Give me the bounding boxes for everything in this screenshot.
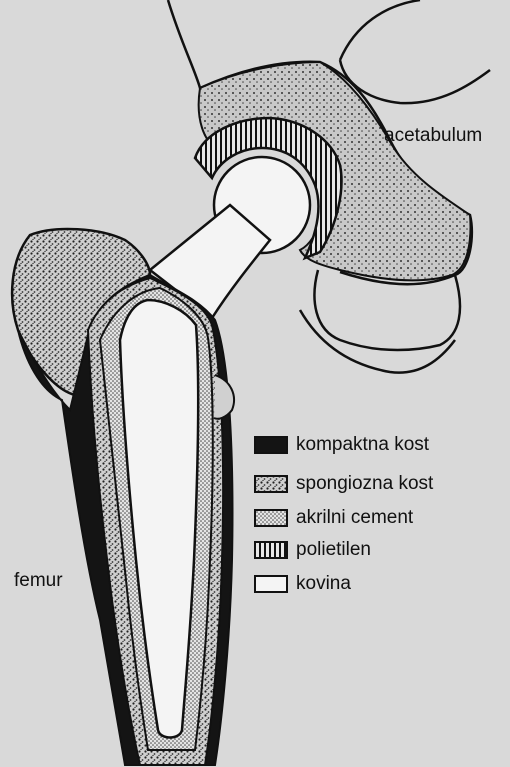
lesser-trochanter [214, 375, 234, 419]
legend-label: akrilni cement [296, 507, 413, 529]
legend-item-spongy: spongiozna kost [254, 473, 433, 495]
legend-label: spongiozna kost [296, 473, 433, 495]
compact-bone-swatch [254, 436, 288, 454]
polyethylene-swatch [254, 541, 288, 559]
legend-item-poly: polietilen [254, 539, 371, 561]
spongy-bone-swatch [254, 475, 288, 493]
ischium-outline [300, 310, 455, 373]
legend-item-compact: kompaktna kost [254, 434, 429, 456]
legend-label: kovina [296, 573, 351, 595]
acetabulum-label: acetabulum [384, 126, 482, 145]
femur-label: femur [14, 571, 63, 590]
legend-item-cement: akrilni cement [254, 507, 413, 529]
metal-swatch [254, 575, 288, 593]
legend-item-metal: kovina [254, 573, 351, 595]
legend-label: kompaktna kost [296, 434, 429, 456]
pelvis-upper-curve [340, 0, 490, 103]
legend-label: polietilen [296, 539, 371, 561]
acrylic-cement-swatch [254, 509, 288, 527]
